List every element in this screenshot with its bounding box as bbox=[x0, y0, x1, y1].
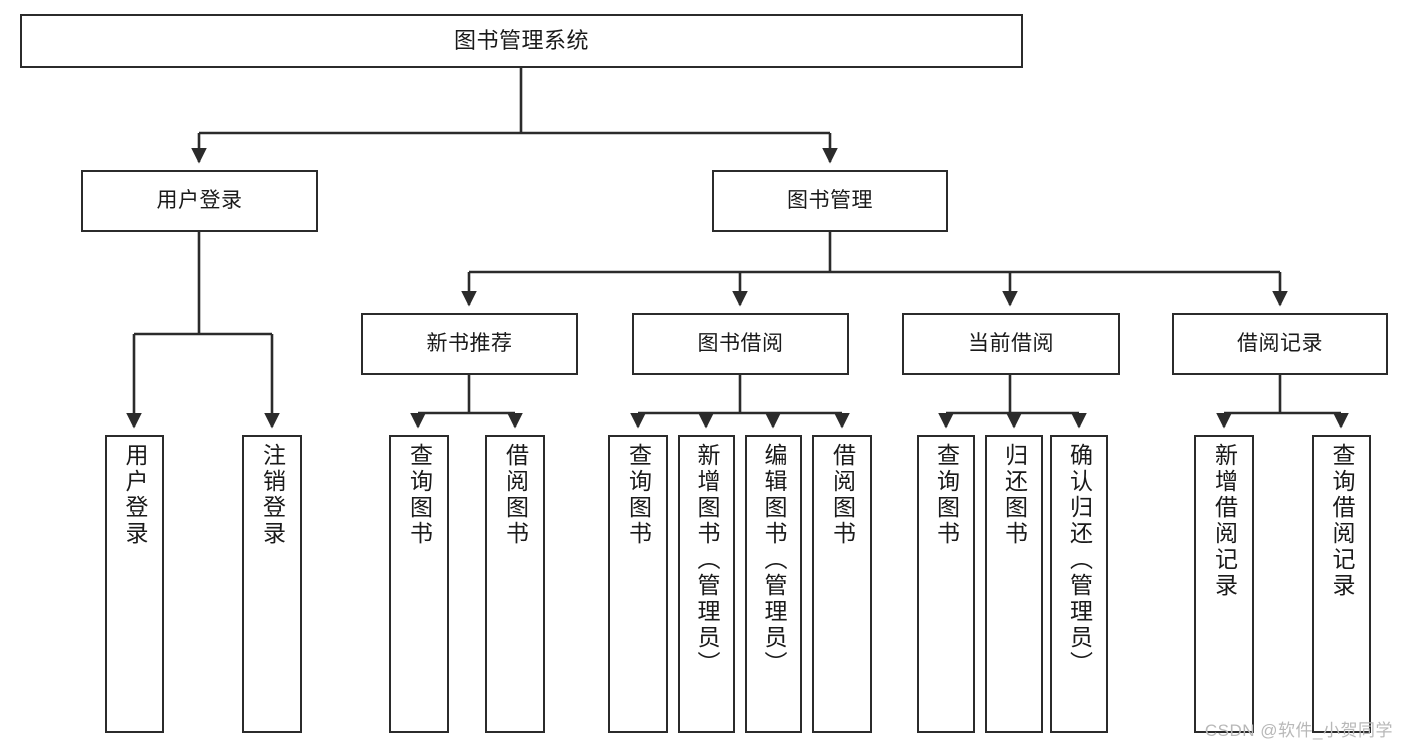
node-leaf-borrow-book-label: 借阅图书 bbox=[829, 443, 856, 547]
node-new-book-recommend-label: 新书推荐 bbox=[426, 332, 513, 356]
node-leaf-query-borrow-record-label: 查询借阅记录 bbox=[1329, 443, 1355, 599]
node-leaf-add-borrow-record[interactable]: 新增借阅记录 bbox=[1194, 435, 1254, 733]
node-root[interactable]: 图书管理系统 bbox=[20, 14, 1023, 68]
node-leaf-query-book-cur-label: 查询图书 bbox=[933, 443, 960, 547]
node-leaf-query-book-rec[interactable]: 查询图书 bbox=[389, 435, 449, 733]
node-leaf-add-book-admin-label: 新增图书（管理员） bbox=[694, 443, 720, 677]
node-leaf-edit-book-admin[interactable]: 编辑图书（管理员） bbox=[745, 435, 802, 733]
node-current-borrow-label: 当前借阅 bbox=[968, 332, 1054, 356]
node-leaf-confirm-return-admin[interactable]: 确认归还（管理员） bbox=[1050, 435, 1108, 733]
node-leaf-edit-book-admin-label: 编辑图书（管理员） bbox=[761, 443, 787, 677]
node-leaf-query-book-borrow[interactable]: 查询图书 bbox=[608, 435, 668, 733]
node-leaf-user-login[interactable]: 用户登录 bbox=[105, 435, 164, 733]
node-book-manage-label: 图书管理 bbox=[787, 189, 873, 213]
node-root-label: 图书管理系统 bbox=[453, 27, 589, 53]
node-current-borrow[interactable]: 当前借阅 bbox=[902, 313, 1120, 375]
node-borrow-record-label: 借阅记录 bbox=[1237, 332, 1323, 356]
node-leaf-return-book-label: 归还图书 bbox=[1001, 443, 1028, 547]
node-leaf-query-borrow-record[interactable]: 查询借阅记录 bbox=[1312, 435, 1371, 733]
node-leaf-borrow-book[interactable]: 借阅图书 bbox=[812, 435, 872, 733]
node-new-book-recommend[interactable]: 新书推荐 bbox=[361, 313, 578, 375]
node-user-login-label: 用户登录 bbox=[156, 189, 243, 213]
node-leaf-user-login-label: 用户登录 bbox=[122, 443, 148, 547]
node-book-borrow-label: 图书借阅 bbox=[697, 332, 784, 356]
node-leaf-add-book-admin[interactable]: 新增图书（管理员） bbox=[678, 435, 735, 733]
node-book-manage[interactable]: 图书管理 bbox=[712, 170, 948, 232]
node-user-login[interactable]: 用户登录 bbox=[81, 170, 318, 232]
node-leaf-query-book-cur[interactable]: 查询图书 bbox=[917, 435, 975, 733]
node-leaf-add-borrow-record-label: 新增借阅记录 bbox=[1211, 443, 1238, 599]
node-leaf-query-book-borrow-label: 查询图书 bbox=[625, 443, 652, 547]
node-leaf-logout-login[interactable]: 注销登录 bbox=[242, 435, 302, 733]
node-leaf-query-book-rec-label: 查询图书 bbox=[406, 443, 433, 547]
node-leaf-confirm-return-admin-label: 确认归还（管理员） bbox=[1066, 443, 1093, 677]
node-borrow-record[interactable]: 借阅记录 bbox=[1172, 313, 1388, 375]
node-leaf-logout-login-label: 注销登录 bbox=[259, 443, 286, 547]
node-leaf-borrow-book-rec[interactable]: 借阅图书 bbox=[485, 435, 545, 733]
node-leaf-borrow-book-rec-label: 借阅图书 bbox=[502, 443, 529, 547]
node-book-borrow[interactable]: 图书借阅 bbox=[632, 313, 849, 375]
watermark: CSDN @软件_小贺同学 bbox=[1204, 721, 1393, 740]
node-leaf-return-book[interactable]: 归还图书 bbox=[985, 435, 1043, 733]
